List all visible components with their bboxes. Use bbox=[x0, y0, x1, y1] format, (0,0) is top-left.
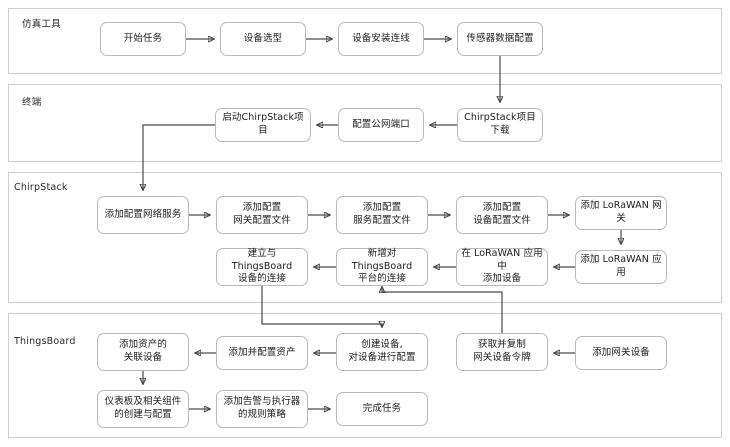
lane-label: 终端 bbox=[22, 97, 42, 108]
n-svc-conf-file[interactable]: 添加配置 服务配置文件 bbox=[336, 196, 428, 234]
node-label: 添加网关设备 bbox=[592, 346, 650, 358]
node-label: 创建设备, 对设备进行配置 bbox=[348, 339, 416, 363]
n-add-net-service[interactable]: 添加配置网络服务 bbox=[97, 196, 189, 234]
node-label: 添加并配置资产 bbox=[228, 346, 296, 358]
node-label: 仪表板及相关组件 的创建与配置 bbox=[104, 396, 182, 420]
n-finish[interactable]: 完成任务 bbox=[336, 392, 428, 426]
n-asset-relations[interactable]: 添加资产的 关联设备 bbox=[97, 333, 189, 371]
n-public-port[interactable]: 配置公网端口 bbox=[338, 108, 424, 142]
node-label: 传感器数据配置 bbox=[466, 32, 534, 44]
n-dev-conf-file[interactable]: 添加配置 设备配置文件 bbox=[456, 196, 548, 234]
node-label: 获取并复制 网关设备令牌 bbox=[473, 339, 531, 363]
n-add-lorawan-gw[interactable]: 添加 LoRaWAN 网关 bbox=[575, 196, 667, 230]
n-get-gw-token[interactable]: 获取并复制 网关设备令牌 bbox=[456, 333, 548, 371]
n-add-lorawan-app[interactable]: 添加 LoRaWAN 应用 bbox=[575, 250, 667, 284]
node-label: 启动ChirpStack项目 bbox=[222, 112, 304, 136]
node-label: 新增对ThingsBoard 平台的连接 bbox=[351, 247, 413, 285]
n-new-tb-conn[interactable]: 新增对ThingsBoard 平台的连接 bbox=[336, 248, 428, 286]
node-label: 设备选型 bbox=[243, 32, 283, 44]
node-label: 添加配置 网关配置文件 bbox=[233, 202, 291, 226]
n-device-install[interactable]: 设备安装连线 bbox=[338, 22, 424, 56]
n-gw-conf-file[interactable]: 添加配置 网关配置文件 bbox=[216, 196, 308, 234]
node-label: 添加配置网络服务 bbox=[104, 208, 182, 220]
n-start[interactable]: 开始任务 bbox=[100, 22, 186, 56]
n-add-dev-in-app[interactable]: 在 LoRaWAN 应用中 添加设备 bbox=[456, 248, 548, 286]
n-dashboard[interactable]: 仪表板及相关组件 的创建与配置 bbox=[97, 390, 189, 428]
node-label: 开始任务 bbox=[123, 32, 163, 44]
node-label: 在 LoRaWAN 应用中 添加设备 bbox=[461, 247, 543, 285]
node-label: 设备安装连线 bbox=[352, 32, 410, 44]
n-chirp-download[interactable]: ChirpStack项目下载 bbox=[457, 108, 543, 142]
n-create-device[interactable]: 创建设备, 对设备进行配置 bbox=[336, 333, 428, 371]
node-label: 完成任务 bbox=[362, 402, 402, 414]
node-label: 建立与ThingsBoard 设备的连接 bbox=[231, 247, 293, 285]
lane-label: ThingsBoard bbox=[14, 336, 76, 347]
lane-label: ChirpStack bbox=[14, 182, 68, 193]
node-label: 添加配置 设备配置文件 bbox=[473, 202, 531, 226]
n-add-asset[interactable]: 添加并配置资产 bbox=[216, 336, 308, 370]
n-chirp-start[interactable]: 启动ChirpStack项目 bbox=[215, 108, 311, 142]
n-build-tb-dev[interactable]: 建立与ThingsBoard 设备的连接 bbox=[216, 248, 308, 286]
node-label: 添加配置 服务配置文件 bbox=[353, 202, 411, 226]
lane-label: 仿真工具 bbox=[22, 19, 61, 30]
node-label: ChirpStack项目下载 bbox=[464, 112, 536, 136]
node-label: 添加 LoRaWAN 网关 bbox=[580, 200, 662, 224]
node-label: 添加告警与执行器 的规则策略 bbox=[223, 396, 301, 420]
node-label: 添加资产的 关联设备 bbox=[118, 339, 167, 363]
node-label: 配置公网端口 bbox=[352, 118, 410, 130]
n-device-select[interactable]: 设备选型 bbox=[220, 22, 306, 56]
node-label: 添加 LoRaWAN 应用 bbox=[580, 254, 662, 278]
n-add-gw-device[interactable]: 添加网关设备 bbox=[575, 336, 667, 370]
n-alarm-rules[interactable]: 添加告警与执行器 的规则策略 bbox=[216, 390, 308, 428]
n-sensor-config[interactable]: 传感器数据配置 bbox=[457, 22, 543, 56]
